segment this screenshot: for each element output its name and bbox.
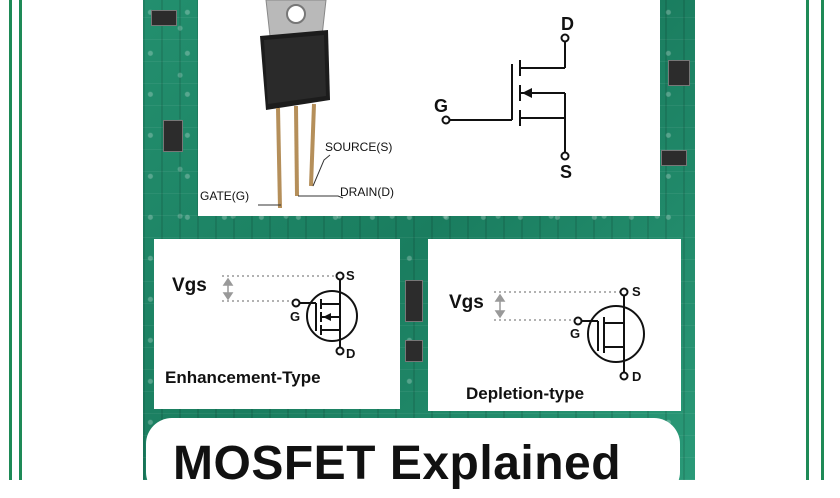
depletion-gate-label: G <box>570 326 581 341</box>
package-mounting-hole <box>286 4 306 24</box>
enhancement-vgs-label: Vgs <box>172 275 207 296</box>
right-frame-border <box>806 0 840 480</box>
symbol-source-label: S <box>560 162 573 182</box>
enhancement-mosfet-symbol <box>222 271 358 356</box>
left-frame-border <box>0 0 22 480</box>
package-leg-gate <box>276 107 282 209</box>
page-title: MOSFET Explained <box>173 437 622 490</box>
depletion-vgs-label: Vgs <box>449 292 484 313</box>
source-pin-label: SOURCE(S) <box>325 140 393 154</box>
symbol-gate-label: G <box>434 96 449 116</box>
pcb-component <box>163 120 183 152</box>
to220-package-illustration <box>258 0 570 209</box>
enhancement-type-panel <box>154 239 400 409</box>
depletion-source-label: S <box>632 284 641 299</box>
pcb-component <box>668 60 690 86</box>
package-leg-drain <box>294 105 299 197</box>
enhancement-type-caption: Enhancement-Type <box>165 368 321 387</box>
symbol-drain-label: D <box>561 14 574 34</box>
package-leg-source <box>309 103 316 187</box>
depletion-mosfet-symbol <box>494 287 645 381</box>
pcb-component <box>151 10 177 26</box>
n-channel-mosfet-symbol <box>441 33 570 161</box>
pcb-component <box>405 340 423 362</box>
depletion-drain-label: D <box>632 369 642 384</box>
pcb-component <box>405 280 423 322</box>
enhancement-gate-label: G <box>290 309 301 324</box>
drain-pin-label: DRAIN(D) <box>340 185 394 199</box>
enhancement-drain-label: D <box>346 346 356 361</box>
depletion-type-panel <box>428 239 681 411</box>
enhancement-source-label: S <box>346 268 355 283</box>
gate-pin-label: GATE(G) <box>200 189 250 203</box>
pcb-component <box>661 150 687 166</box>
depletion-type-caption: Depletion-type <box>466 384 585 403</box>
